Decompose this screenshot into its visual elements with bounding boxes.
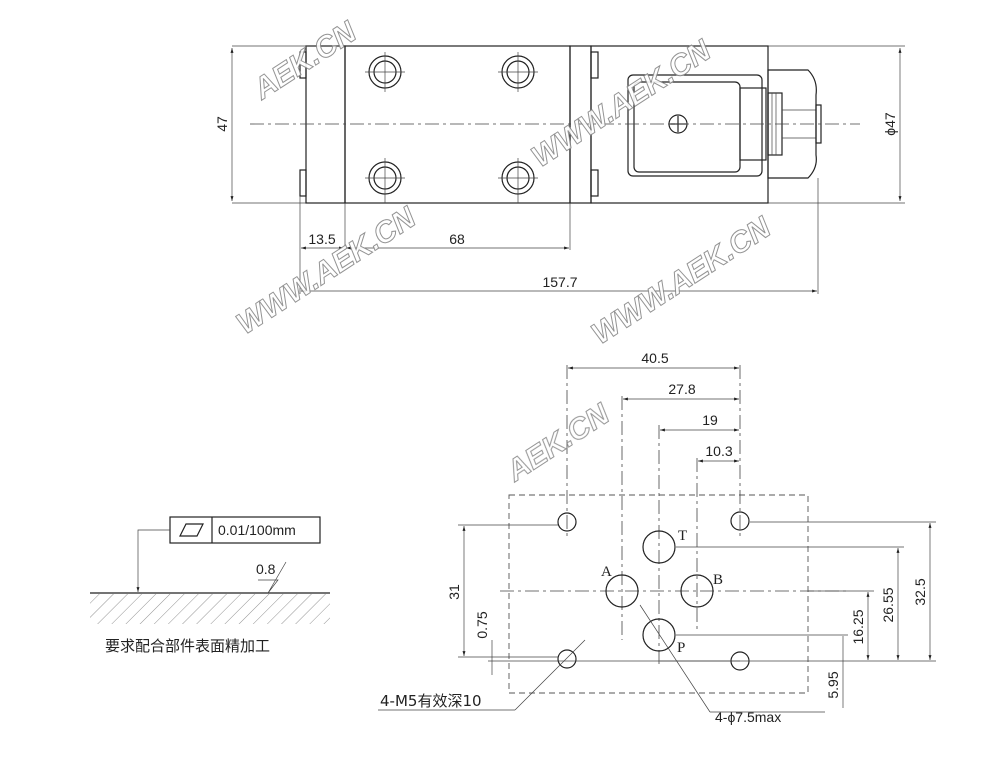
- port-a: [605, 574, 639, 608]
- roughness-value: 0.8: [256, 561, 276, 577]
- connector-outer: [627, 74, 763, 177]
- port-label-p: P: [677, 640, 685, 656]
- dim-0-75: 0.75: [474, 611, 490, 638]
- port-label-t: T: [678, 528, 687, 544]
- leader-line: [639, 604, 711, 713]
- dim-19: 19: [702, 412, 718, 428]
- valve-body: [344, 45, 571, 204]
- dim-16-25: 16.25: [850, 609, 866, 644]
- dim-40-5: 40.5: [641, 350, 668, 366]
- tab: [299, 169, 307, 197]
- port-b: [680, 574, 714, 608]
- tab: [590, 51, 599, 79]
- port-p: [642, 618, 676, 652]
- roughness-symbol-icon: [258, 561, 287, 594]
- port-hole-note: 4-ϕ7.5max: [715, 709, 781, 725]
- watermark: WWW.AEK.CN: [526, 33, 718, 174]
- dim-left-offset: 13.5: [308, 231, 335, 247]
- dim-5-95: 5.95: [825, 671, 841, 698]
- tab: [299, 51, 307, 79]
- flatness-icon: [179, 523, 204, 537]
- surface-spec: 0.01/100mm 0.8 要求配合部件表面精加工: [90, 516, 330, 655]
- watermark: AEK.CN: [247, 15, 363, 107]
- mounting-face-outline: [508, 494, 809, 694]
- watermarks: AEK.CN WWW.AEK.CN WWW.AEK.CN WWW.AEK.CN …: [230, 14, 778, 489]
- hatched-surface: [90, 594, 330, 624]
- dim-block-length: 68: [449, 231, 465, 247]
- dim-height: 47: [214, 116, 230, 132]
- port-label-a: A: [601, 564, 612, 580]
- leader-line: [136, 529, 170, 592]
- mount-hole-note: 4-M5有效深10: [380, 692, 482, 710]
- dim-diameter: ϕ47: [882, 112, 898, 136]
- top-view: 47 ϕ47 13.5 68 157.7: [214, 45, 905, 294]
- dim-27-8: 27.8: [668, 381, 695, 397]
- port-label-b: B: [713, 572, 723, 588]
- dim-total-length: 157.7: [542, 274, 577, 290]
- mounting-bolts: [365, 52, 538, 203]
- watermark: AEK.CN: [500, 397, 616, 489]
- port-t: [642, 530, 676, 564]
- surface-note: 要求配合部件表面精加工: [105, 637, 270, 655]
- dim-32-5: 32.5: [912, 578, 928, 605]
- connector-neck: [739, 87, 767, 161]
- dim-31: 31: [446, 584, 462, 600]
- flatness-value: 0.01/100mm: [218, 522, 296, 538]
- leader-line: [514, 639, 586, 711]
- dim-26-55: 26.55: [880, 587, 896, 622]
- watermark: WWW.AEK.CN: [231, 200, 423, 341]
- port-pattern-view: T A B P 40.5 27.8 19 10.3 32.5 26.55 16.…: [378, 350, 936, 725]
- watermark: WWW.AEK.CN: [586, 210, 778, 351]
- tab: [590, 169, 599, 197]
- dim-10-3: 10.3: [705, 443, 732, 459]
